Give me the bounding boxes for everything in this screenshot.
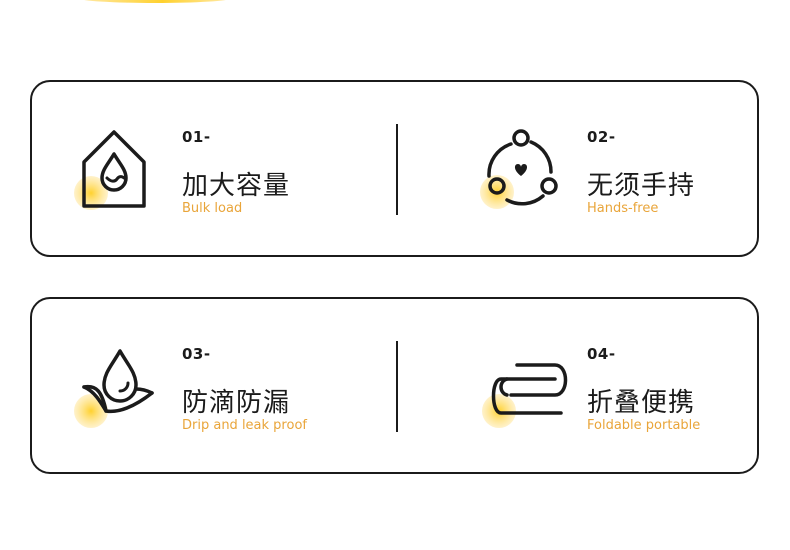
- feature-number: 01-: [182, 128, 211, 146]
- feature-number: 02-: [587, 128, 616, 146]
- feature-bulk-load: 01- 加大容量 Bulk load: [32, 82, 392, 255]
- feature-subtitle: Bulk load: [182, 201, 243, 216]
- folded-lines-icon: [477, 341, 568, 429]
- house-water-drop-icon: [72, 124, 160, 212]
- feature-title: 折叠便携: [587, 388, 696, 418]
- connected-circles-heart-icon: [477, 124, 565, 212]
- feature-hands-free: 02- 无须手持 Hands-free: [437, 82, 790, 255]
- feature-foldable-portable: 04- 折叠便携 Foldable portable: [437, 299, 790, 472]
- vertical-divider: [396, 341, 398, 432]
- vertical-divider: [396, 124, 398, 215]
- feature-title: 加大容量: [182, 171, 291, 201]
- feature-number: 04-: [587, 345, 616, 363]
- feature-title: 无须手持: [587, 171, 696, 201]
- feature-title: 防滴防漏: [182, 388, 291, 418]
- feature-subtitle: Foldable portable: [587, 418, 701, 433]
- feature-subtitle: Hands-free: [587, 201, 659, 216]
- feature-drip-leak-proof: 03- 防滴防漏 Drip and leak proof: [32, 299, 392, 472]
- feature-subtitle: Drip and leak proof: [182, 418, 307, 433]
- water-drop-leaf-icon: [72, 341, 160, 429]
- feature-number: 03-: [182, 345, 211, 363]
- feature-card-2: 03- 防滴防漏 Drip and leak proof 04- 折叠便携 Fo…: [30, 297, 759, 474]
- feature-card-1: 01- 加大容量 Bulk load: [30, 80, 759, 257]
- top-decorative-arc: [80, 0, 230, 3]
